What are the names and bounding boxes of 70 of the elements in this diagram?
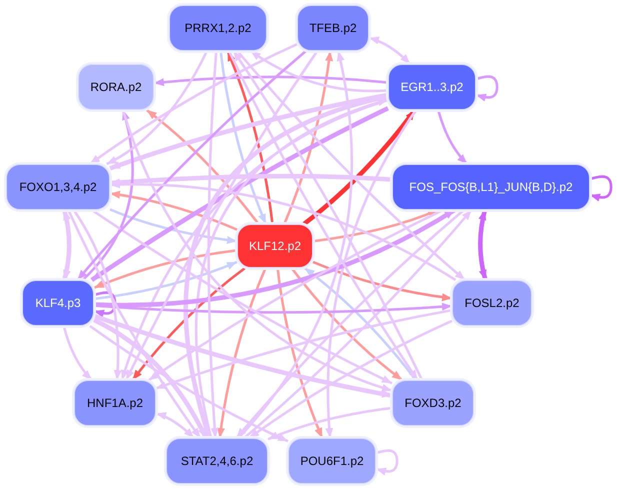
gene-label: POU6F1.p2 xyxy=(300,454,364,468)
self-loop-arrow xyxy=(590,175,612,202)
gene-label: KLF12.p2 xyxy=(248,239,302,253)
arrow xyxy=(132,267,246,381)
self-loop-arrow xyxy=(376,449,398,476)
arrow xyxy=(283,50,333,224)
gene-node xyxy=(6,164,110,210)
arrow xyxy=(156,308,452,390)
arrow xyxy=(72,209,122,380)
arrow xyxy=(268,406,392,440)
gene-node xyxy=(388,64,476,110)
gene-node xyxy=(22,280,94,326)
arrow xyxy=(207,50,219,438)
arrow xyxy=(62,326,93,381)
gene-label: STAT2,4,6.p2 xyxy=(180,454,254,468)
arrow xyxy=(110,208,238,244)
gene-label: FOXO1,3,4.p2 xyxy=(19,180,97,194)
arrow xyxy=(106,50,208,166)
arrow xyxy=(290,267,403,381)
arrow xyxy=(478,209,488,281)
gene-label: TFEB.p2 xyxy=(309,21,357,35)
gene-label: FOSL2.p2 xyxy=(464,296,520,310)
arrow xyxy=(304,267,417,381)
gene-node xyxy=(452,280,532,326)
gene-label: FOXD3.p2 xyxy=(404,396,462,410)
arrow xyxy=(67,209,202,439)
gene-node xyxy=(392,164,590,210)
arrow xyxy=(94,249,238,289)
gene-node xyxy=(169,5,267,51)
arrow xyxy=(154,76,388,86)
gene-node xyxy=(288,438,376,484)
arrow xyxy=(89,324,289,442)
arrow xyxy=(93,314,392,398)
arrow xyxy=(109,92,388,170)
gene-node xyxy=(392,380,474,426)
arrow xyxy=(156,412,195,439)
gene-node xyxy=(74,380,156,426)
arrow xyxy=(368,36,411,65)
arrow xyxy=(62,209,72,281)
arrow xyxy=(217,268,267,438)
arrow xyxy=(125,50,318,381)
gene-node xyxy=(237,224,313,268)
self-loop-arrow xyxy=(476,75,498,102)
arrow xyxy=(325,109,418,438)
gene-node xyxy=(78,64,154,110)
gene-label: FOS_FOS{B,L1}_JUN{B,D}.p2 xyxy=(409,180,573,194)
gene-node xyxy=(166,438,268,484)
arrow xyxy=(219,50,267,224)
self-loop-arrow xyxy=(94,291,116,318)
arrow xyxy=(90,106,389,282)
arrow xyxy=(238,50,354,439)
arrow xyxy=(236,50,466,281)
arrow xyxy=(110,174,392,186)
arrow xyxy=(110,180,456,282)
gene-label: HNF1A.p2 xyxy=(86,396,144,410)
gene-label: RORA.p2 xyxy=(90,80,142,94)
arrow xyxy=(437,110,468,165)
arrow xyxy=(226,50,274,224)
gene-label: EGR1..3.p2 xyxy=(400,80,464,94)
arrow xyxy=(312,260,452,302)
arrow xyxy=(94,260,238,300)
arrow xyxy=(250,50,388,92)
gene-node xyxy=(297,5,369,51)
arrow xyxy=(146,109,260,225)
arrow xyxy=(76,50,307,281)
arrow xyxy=(110,190,238,231)
arrow xyxy=(94,302,452,314)
arrow xyxy=(276,268,324,438)
gene-label: PRRX1,2.p2 xyxy=(184,21,252,35)
gene-label: KLF4.p3 xyxy=(35,296,81,310)
